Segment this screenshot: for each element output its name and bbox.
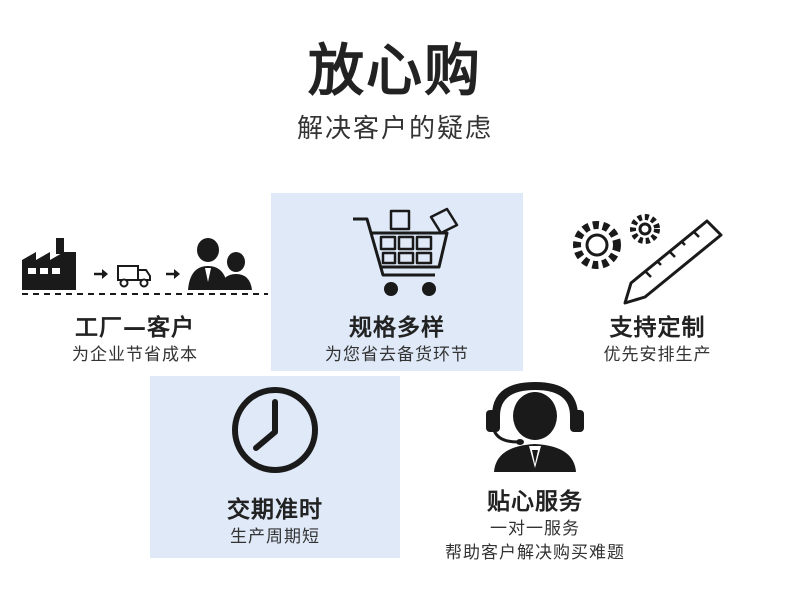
feature-variety: 规格多样 为您省去备货环节 bbox=[271, 193, 523, 371]
feature-title: 工厂—客户 bbox=[75, 315, 195, 341]
page-subtitle: 解决客户的疑虑 bbox=[296, 114, 493, 144]
feature-subtitle: 为您省去备货环节 bbox=[325, 345, 469, 365]
feature-title: 规格多样 bbox=[349, 315, 445, 341]
feature-title: 支持定制 bbox=[609, 315, 706, 341]
feature-on-time-delivery: 交期准时 生产周期短 bbox=[150, 376, 400, 558]
feature-subtitle: 一对一服务 bbox=[490, 519, 580, 539]
feature-subtitle: 为企业节省成本 bbox=[72, 345, 198, 365]
feature-title: 交期准时 bbox=[227, 497, 323, 523]
feature-subtitle-secondary: 帮助客户解决购买难题 bbox=[445, 543, 625, 563]
panel-background-variety bbox=[271, 193, 523, 371]
shopping-cart-icon bbox=[353, 207, 459, 296]
feature-subtitle: 生产周期短 bbox=[230, 527, 320, 547]
feature-title: 贴心服务 bbox=[487, 489, 583, 515]
factory-truck-customer-icon bbox=[22, 238, 268, 295]
gears-ruler-icon bbox=[573, 214, 723, 305]
feature-caring-service: 贴心服务 一对一服务 帮助客户解决购买难题 bbox=[410, 376, 660, 576]
page-title: 放心购 bbox=[308, 39, 482, 104]
customer-service-headset-icon bbox=[486, 382, 584, 472]
feature-customization: 支持定制 优先安排生产 bbox=[525, 193, 790, 371]
clock-icon bbox=[232, 387, 318, 473]
feature-factory-customer: 工厂—客户 为企业节省成本 bbox=[0, 230, 270, 370]
feature-subtitle: 优先安排生产 bbox=[603, 345, 712, 365]
